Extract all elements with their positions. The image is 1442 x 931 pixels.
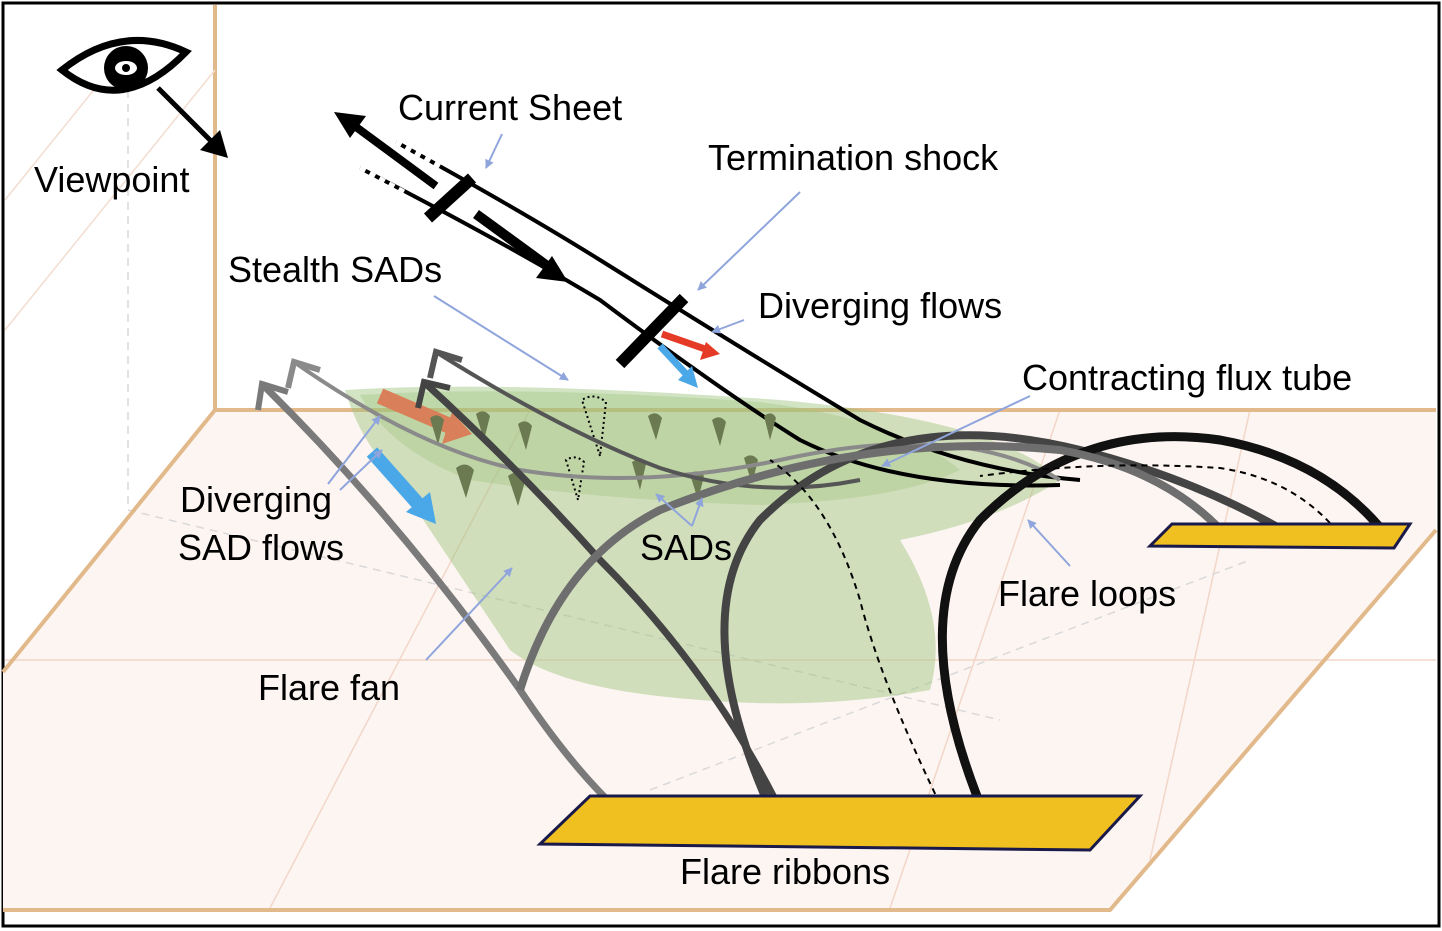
x-point-bar [423, 173, 477, 223]
current-sheet-label: Current Sheet [398, 87, 622, 128]
flare-ribbons-label: Flare ribbons [680, 851, 890, 892]
current-sheet [358, 139, 1081, 488]
eye-icon [56, 37, 192, 94]
sads-label: SADs [640, 527, 732, 568]
contracting-flux-tube-label: Contracting flux tube [1022, 357, 1352, 398]
viewpoint-label: Viewpoint [34, 159, 189, 200]
stealth-sad-drops [564, 395, 608, 501]
diverging-flow-red-arrow [660, 330, 720, 360]
termination-shock-label: Termination shock [708, 137, 999, 178]
diverging-flow-blue-arrow [657, 343, 698, 388]
diverging-flows-label: Diverging flows [758, 285, 1002, 326]
pointer-arrows [327, 133, 1071, 661]
flare-fan-label: Flare fan [258, 667, 400, 708]
view-direction-arrow [156, 86, 218, 148]
outflow-arrow-up [334, 112, 439, 190]
sad-flow-blue-arrow [366, 447, 436, 524]
floor-plane [1, 90, 1438, 912]
flare-loops [516, 431, 1394, 832]
termination-shock-bar [615, 293, 689, 369]
diverging-sad-flows-label-line1: Diverging [180, 479, 332, 520]
diverging-sad-flows-label-line2: SAD flows [178, 527, 344, 568]
flare-ribbon-main [536, 794, 1144, 852]
flare-ribbon-far [1146, 522, 1413, 550]
view-direction-arrowhead [200, 130, 228, 158]
field-line-arrowheads [255, 348, 463, 411]
outflow-arrow-down [473, 209, 568, 282]
flare-loops-label: Flare loops [998, 573, 1176, 614]
stealth-sads-label: Stealth SADs [228, 249, 442, 290]
